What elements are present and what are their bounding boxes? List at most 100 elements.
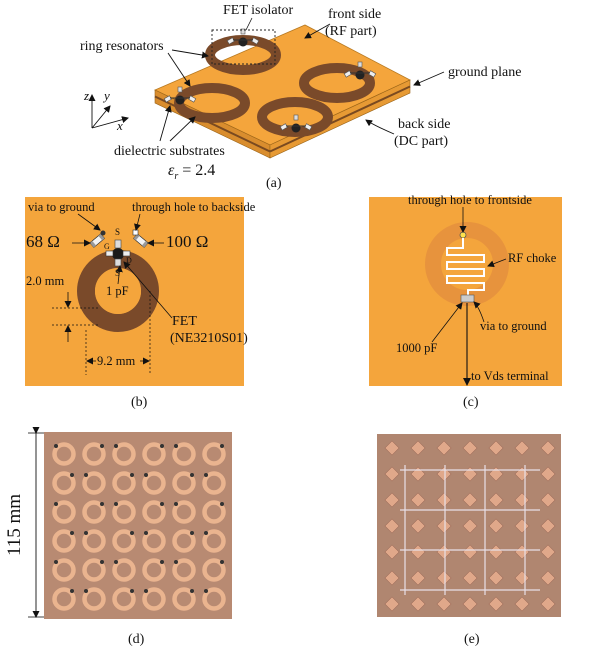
photo-choke-pad [540, 596, 556, 612]
photo-choke-pad [462, 440, 478, 456]
photo-fet [84, 589, 88, 593]
photo-fet [190, 589, 194, 593]
photo-ring [82, 558, 106, 582]
photo-board-front [44, 432, 232, 619]
photo-ring [82, 471, 106, 495]
photo-choke-pad [488, 492, 504, 508]
photo-ring [52, 587, 76, 611]
front-side-label: front side [328, 7, 381, 22]
ground-plane-edge-right [269, 85, 411, 153]
caption-e: (e) [464, 632, 480, 647]
photo-ring [142, 500, 166, 524]
caption-b: (b) [131, 395, 148, 410]
photo-choke-pad [384, 466, 400, 482]
rf-choke-trace [446, 238, 485, 296]
photo-fet [174, 444, 178, 448]
photo-choke-pad [540, 570, 556, 586]
panel-a: FET isolator front side (RF part) ring r… [80, 3, 521, 191]
photo-ring [142, 442, 166, 466]
photo-fet [114, 502, 118, 506]
through-hole-frontside-label: through hole to frontside [408, 193, 532, 207]
photo-choke-pad [436, 440, 452, 456]
photo-choke-pad [410, 518, 426, 534]
pin-s-bottom: S [115, 268, 120, 278]
photo-choke-pad [488, 596, 504, 612]
front-side-sub-label: (RF part) [325, 24, 377, 39]
pin-g: G [104, 242, 110, 251]
photo-fet [70, 531, 74, 535]
photo-fet [144, 531, 148, 535]
photo-fet [130, 589, 134, 593]
through-hole-backside-label: through hole to backside [132, 200, 256, 214]
photo-choke-pad [540, 466, 556, 482]
ring-resonator [205, 28, 281, 75]
photo-fet [130, 531, 134, 535]
photo-fet [204, 531, 208, 535]
photo-choke-pad [488, 440, 504, 456]
photo-choke-pad [410, 544, 426, 560]
photo-ring [202, 471, 226, 495]
photo-choke-pad [384, 492, 400, 508]
ring-resonator [257, 97, 333, 137]
fet-isolator-label: FET isolator [223, 3, 293, 18]
panel-c: through hole to frontside RF choke via t… [369, 193, 562, 410]
photo-ring [172, 558, 196, 582]
photo-choke-pad [462, 544, 478, 560]
photo-fet [70, 473, 74, 477]
through-hole-marker [132, 229, 139, 236]
photo-fet [114, 560, 118, 564]
via-marker [100, 230, 106, 236]
photo-choke-pad [462, 518, 478, 534]
fet-isolator-box [211, 29, 276, 65]
via-to-ground-label-c: via to ground [480, 319, 547, 333]
photo-fet [100, 502, 104, 506]
photo-fet [204, 589, 208, 593]
axis-gizmo: z y x [83, 88, 129, 133]
photo-fet [220, 502, 224, 506]
photo-fet [54, 560, 58, 564]
photo-fet [204, 473, 208, 477]
photo-choke-pad [488, 544, 504, 560]
photo-ring [112, 558, 136, 582]
photo-ring [202, 558, 226, 582]
back-side-label: back side [398, 117, 450, 132]
fet-model-label: (NE3210S01) [170, 331, 248, 346]
panel-d: 115 mm (d) [4, 427, 232, 647]
caption-a: (a) [266, 176, 282, 191]
photo-choke-pad [436, 596, 452, 612]
photo-ring [52, 529, 76, 553]
cap-1000pf [460, 294, 475, 303]
back-bias-network [384, 440, 556, 612]
resistor-68-label: 68 Ω [26, 232, 60, 251]
photo-ring [52, 558, 76, 582]
photo-ring [82, 500, 106, 524]
photo-choke-pad [462, 492, 478, 508]
photo-fet [174, 560, 178, 564]
photo-fet [144, 473, 148, 477]
dim-2mm-label: 2.0 mm [26, 274, 64, 288]
photo-choke-pad [540, 492, 556, 508]
fet-b [112, 248, 124, 260]
photo-fet [70, 589, 74, 593]
photo-choke-pad [514, 440, 530, 456]
photo-ring [202, 500, 226, 524]
ring-resonator [299, 61, 377, 103]
photo-ring [142, 471, 166, 495]
photo-fet [220, 560, 224, 564]
via-to-ground-label-b: via to ground [28, 200, 95, 214]
photo-fet [54, 502, 58, 506]
photo-ring [172, 442, 196, 466]
panel-b: via to ground through hole to backside 6… [25, 197, 256, 410]
photo-fet [220, 444, 224, 448]
photo-ring [82, 587, 106, 611]
photo-ring [172, 587, 196, 611]
photo-choke-pad [488, 570, 504, 586]
photo-choke-pad [384, 570, 400, 586]
dielectric-label: dielectric substrates [114, 144, 225, 159]
photo-choke-pad [462, 596, 478, 612]
photo-choke-pad [384, 596, 400, 612]
caption-c: (c) [463, 395, 479, 410]
photo-ring [82, 442, 106, 466]
photo-ring [52, 471, 76, 495]
back-side-sub-label: (DC part) [394, 134, 448, 149]
